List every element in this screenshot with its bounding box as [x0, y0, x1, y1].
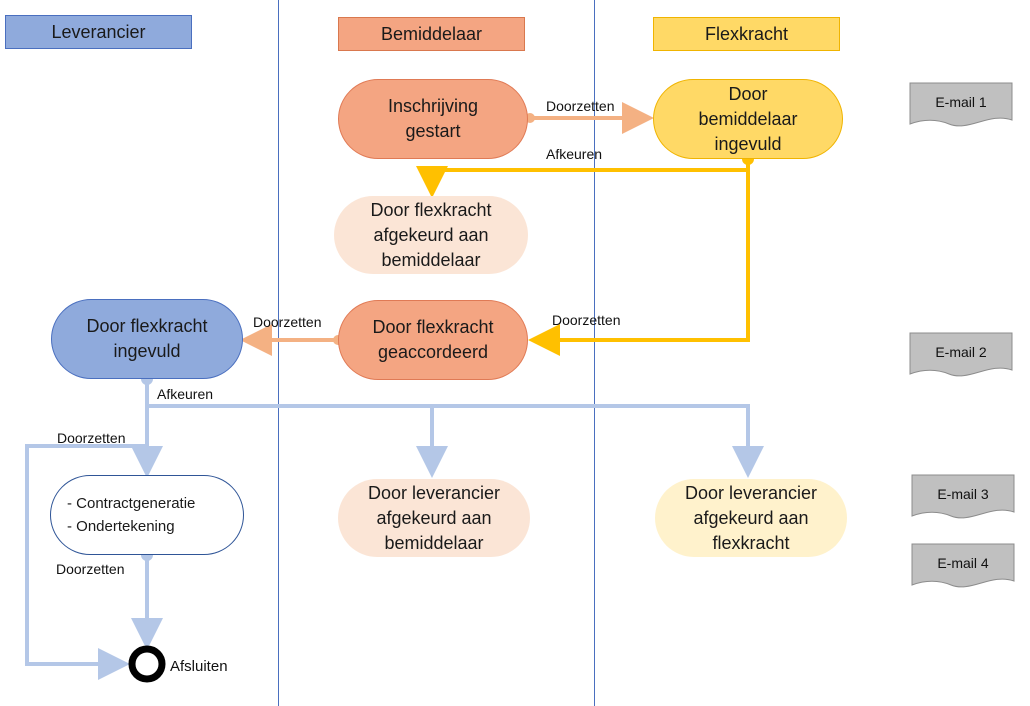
connector-afkeuren-lev [145, 379, 764, 478]
lane-header-flexkracht: Flexkracht [653, 17, 840, 51]
label-doorzetten-3: Doorzetten [253, 314, 322, 330]
label-afkeuren-1: Afkeuren [546, 146, 603, 162]
document-icon [909, 332, 1013, 377]
email-1: E-mail 1 [909, 82, 1013, 128]
document-icon [909, 82, 1013, 127]
connector-afkeuren-flex [416, 159, 750, 198]
label-doorzetten-2: Doorzetten [552, 312, 621, 328]
email-3: E-mail 3 [911, 474, 1015, 520]
end-node [128, 645, 166, 683]
email-4: E-mail 4 [911, 543, 1015, 589]
label-doorzetten-4: Doorzetten [57, 430, 126, 446]
document-icon [911, 474, 1015, 519]
label-doorzetten-1: Doorzetten [546, 98, 615, 114]
document-icon [911, 543, 1015, 588]
lane-header-leverancier: Leverancier [5, 15, 192, 49]
lane-divider-right [594, 0, 595, 706]
connector-doorzetten-accord [528, 170, 750, 356]
connector-doorzetten-direct [25, 444, 147, 680]
lane-divider-left [278, 0, 279, 706]
email-2: E-mail 2 [909, 332, 1013, 378]
contract-step-ondertekening: - Ondertekening [67, 518, 175, 535]
label-afkeuren-2: Afkeuren [157, 386, 214, 402]
contract-step-generatie: - Contractgeneratie [67, 495, 196, 512]
lane-header-bemiddelaar: Bemiddelaar [338, 17, 525, 51]
label-afsluiten: Afsluiten [170, 658, 228, 675]
label-doorzetten-5: Doorzetten [56, 561, 125, 577]
node-contract-steps: - Contractgeneratie - Ondertekening [50, 475, 244, 555]
